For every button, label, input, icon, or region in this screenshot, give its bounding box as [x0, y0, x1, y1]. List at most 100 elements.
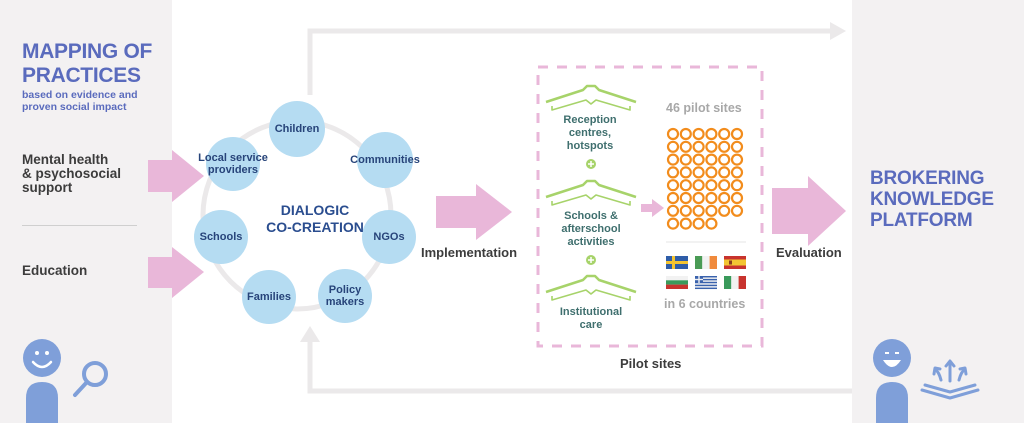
pilot-site-marker — [705, 153, 718, 166]
pilot-site-marker — [705, 179, 718, 192]
education-label: Education — [22, 264, 87, 278]
pilot-site-marker — [692, 153, 705, 166]
pilot-site-marker — [666, 191, 680, 205]
implementation-arrow — [436, 184, 512, 240]
pilot-site-marker — [718, 191, 731, 205]
flag-bulgaria — [666, 276, 688, 289]
pilot-site-marker — [730, 204, 744, 217]
pilot-inner-arrow — [641, 199, 664, 217]
pilot-site-marker — [705, 166, 718, 179]
pilot-site-marker — [666, 166, 680, 179]
title-line: PRACTICES — [22, 64, 141, 87]
book-roof-icon — [545, 274, 637, 301]
mental-health-arrow — [148, 150, 204, 202]
stakeholder-label: Families — [247, 291, 291, 303]
pilot-site-marker — [692, 191, 705, 205]
top-flow-arrowhead — [830, 22, 846, 40]
label-line: centres, — [568, 127, 612, 139]
pilot-site-marker — [679, 217, 692, 230]
label-line: Local service — [198, 152, 268, 164]
stakeholder-circle — [362, 210, 416, 264]
label-line: support — [22, 180, 73, 195]
site-type-schools: Schools & afterschool activities — [561, 210, 620, 249]
pilot-site-marker — [666, 127, 680, 141]
label-line: Policy — [328, 284, 362, 296]
label-line: Institutional — [559, 306, 623, 318]
book-roof-icon — [545, 179, 637, 206]
dialogic-co-creation-label: DIALOGIC CO-CREATION — [266, 202, 364, 236]
label-line: Communities — [350, 154, 420, 166]
pilot-site-marker — [705, 140, 718, 153]
pilot-site-marker — [718, 140, 731, 153]
title-line: MAPPING OF — [22, 40, 153, 63]
pilot-site-marker — [692, 127, 705, 141]
pilot-site-marker — [666, 204, 680, 217]
education-arrow — [148, 247, 204, 298]
pilot-site-marker — [718, 127, 731, 141]
pilot-site-marker — [730, 166, 744, 179]
magnifier-icon — [73, 361, 108, 397]
evaluation-label: Evaluation — [776, 245, 842, 260]
label-line: Reception — [563, 114, 617, 126]
pilot-sites-caption: Pilot sites — [620, 356, 682, 371]
pilot-sites-box — [536, 65, 764, 348]
pilot-site-marker — [679, 140, 692, 153]
label-line: care — [579, 319, 603, 331]
site-type-reception: Reception centres, hotspots — [563, 114, 616, 153]
stakeholder-circle — [242, 270, 296, 324]
pilot-site-marker — [705, 217, 718, 230]
subtitle-line: proven social impact — [22, 101, 127, 113]
stakeholder-circle — [269, 101, 325, 157]
flag-greece — [695, 276, 717, 290]
subtitle-line: based on evidence and — [22, 89, 138, 101]
stakeholder-circle — [357, 132, 413, 188]
evaluation-arrow — [772, 176, 846, 246]
pilot-site-marker — [666, 217, 680, 230]
mapping-subtitle: based on evidence and proven social impa… — [22, 89, 138, 113]
pilot-site-marker — [679, 153, 692, 166]
label-line: Schools — [199, 231, 243, 243]
label-line: makers — [325, 296, 365, 308]
stakeholder-circle — [194, 210, 248, 264]
pilot-site-marker — [730, 140, 744, 153]
label-line: Families — [246, 291, 292, 303]
label-line: providers — [207, 164, 259, 176]
center-line: DIALOGIC — [280, 202, 350, 218]
title-line: KNOWLEDGE — [870, 189, 994, 210]
pilot-site-marker — [679, 191, 692, 205]
pilot-site-marker — [666, 179, 680, 192]
flag-spain — [724, 256, 746, 269]
center-line: CO-CREATION — [266, 219, 364, 235]
pilot-site-marker — [718, 153, 731, 166]
pilot-site-marker — [692, 140, 705, 153]
label-line: hotspots — [566, 140, 614, 152]
pilot-site-marker — [730, 127, 744, 141]
laughing-person-icon — [873, 339, 911, 423]
plus-icon — [586, 255, 596, 265]
pilot-site-marker — [705, 191, 718, 205]
pilot-site-marker — [666, 153, 680, 166]
pilot-site-marker — [679, 166, 692, 179]
label-line: afterschool — [561, 223, 621, 235]
pilot-site-marker — [679, 204, 692, 217]
pilot-site-marker — [692, 166, 705, 179]
title-line: PLATFORM — [870, 210, 973, 231]
pilot-site-marker — [718, 204, 731, 217]
pilot-site-marker — [692, 204, 705, 217]
stakeholder-label: Schools — [200, 231, 243, 243]
bottom-flow-arrowhead — [300, 326, 320, 342]
stakeholder-label: Children — [275, 123, 320, 135]
site-type-institutional: Institutional care — [560, 306, 622, 332]
label-line: Schools & — [564, 210, 618, 222]
flag-sweden — [666, 256, 688, 269]
open-book-ideas-icon — [920, 359, 980, 400]
pilot-site-marker — [730, 179, 744, 192]
pilot-site-marker — [718, 166, 731, 179]
label-line: Children — [274, 123, 320, 135]
title-line: BROKERING — [870, 168, 985, 189]
pilot-site-marker — [730, 153, 744, 166]
pilot-site-marker — [666, 140, 680, 153]
